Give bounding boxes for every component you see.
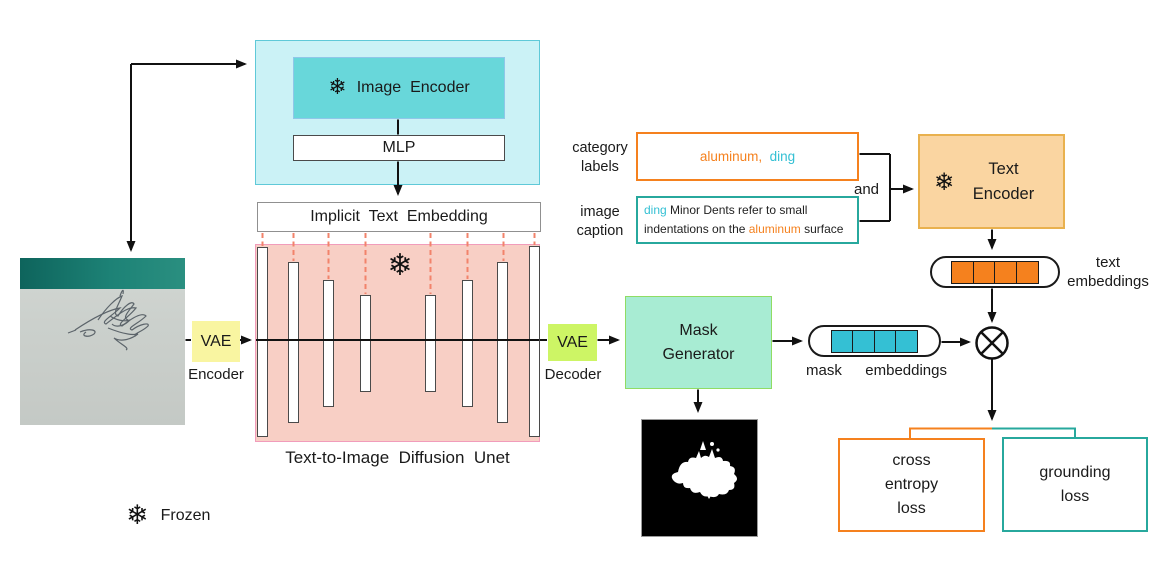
embedding-cell — [972, 260, 996, 284]
snowflake-icon: ❄ — [126, 500, 149, 531]
category-labels-box: aluminum, ding — [636, 132, 859, 181]
cross-entropy-line3: loss — [897, 500, 926, 517]
unet-bar — [425, 295, 436, 392]
embedding-cell — [994, 260, 1018, 284]
unet-bar — [462, 280, 473, 407]
frozen-label: Frozen — [160, 506, 211, 524]
vae-decoder-text: VAE — [557, 333, 588, 351]
text-embeddings-capsule — [930, 256, 1060, 288]
unet-bar — [257, 247, 268, 437]
grounding-loss-line1: grounding — [1039, 463, 1111, 481]
category-labels-line2: labels — [581, 158, 619, 175]
embedding-cell — [951, 260, 975, 284]
embedding-cell — [1015, 260, 1039, 284]
image-caption-content: ding Minor Dents refer to small indentat… — [644, 203, 844, 236]
grounding-loss-box: grounding loss — [1002, 437, 1148, 532]
text-encoder-line2: Encoder — [972, 184, 1035, 203]
implicit-text-embedding-box: Implicit Text Embedding — [257, 202, 541, 232]
mlp-box: MLP — [293, 135, 505, 161]
cross-entropy-line1: cross — [892, 452, 931, 469]
mask-embeddings-label: mask embeddings — [806, 362, 947, 379]
text-embeddings-line1: text — [1095, 254, 1121, 271]
photo-teal-strip — [20, 258, 185, 289]
text-encoder-box: ❄ Text Encoder — [918, 134, 1065, 229]
grounding-loss-line2: loss — [1060, 487, 1090, 505]
mask-generator-line1: Mask — [679, 322, 718, 340]
embedding-cell — [830, 329, 854, 353]
image-caption-line2: caption — [576, 222, 624, 239]
snowflake-icon: ❄ — [387, 248, 413, 283]
unet-bar — [360, 295, 371, 392]
mask-generator-line2: Generator — [662, 345, 735, 363]
vae-decoder-box: VAE — [548, 324, 597, 361]
unet-bar — [529, 246, 540, 437]
image-caption-label: image caption — [566, 203, 634, 241]
embedding-cell — [895, 329, 919, 353]
defect-scribble — [67, 289, 149, 351]
category-labels-line1: category — [572, 140, 628, 156]
image-caption-line1: image — [580, 204, 620, 220]
unet-bar — [288, 262, 299, 423]
category-labels-label: category labels — [566, 139, 634, 177]
input-image — [20, 258, 185, 425]
diffusion-unet-box — [255, 244, 540, 442]
embedding-cell — [852, 329, 876, 353]
image-caption-box: ding Minor Dents refer to small indentat… — [636, 196, 859, 244]
text-embeddings-line2: embeddings — [1067, 272, 1149, 290]
vae-encoder-label: Encoder — [188, 366, 244, 383]
mask-embeddings-word1: mask — [806, 362, 842, 379]
unet-caption: Text-to-Image Diffusion Unet — [285, 448, 510, 467]
category-labels-content: aluminum, ding — [699, 149, 796, 164]
snowflake-icon: ❄ — [328, 75, 347, 100]
image-encoder-box: ❄ Image Encoder — [293, 57, 505, 119]
mask-blob — [671, 441, 737, 499]
and-label: and — [854, 181, 880, 198]
implicit-text-embedding-label: Implicit Text Embedding — [310, 208, 488, 225]
image-encoder-label: Image Encoder — [356, 79, 470, 96]
mask-embeddings-capsule — [808, 325, 941, 357]
vae-encoder-text: VAE — [200, 332, 232, 350]
cross-entropy-line2: entropy — [884, 476, 939, 493]
vae-decoder-label: Decoder — [544, 366, 602, 383]
text-embeddings-label: text embeddings — [1060, 254, 1156, 292]
snowflake-icon: ❄ — [934, 167, 955, 196]
cross-entropy-loss-box: cross entropy loss — [838, 438, 985, 532]
mlp-label: MLP — [382, 139, 416, 156]
mask-embeddings-word2: embeddings — [865, 362, 947, 379]
unet-bar — [323, 280, 334, 407]
frozen-legend: ❄ Frozen — [126, 502, 210, 529]
multiply-icon — [975, 326, 1009, 360]
text-encoder-line1: Text — [988, 159, 1019, 178]
mask-generator-box: Mask Generator — [625, 296, 772, 389]
vae-encoder-box: VAE — [192, 321, 240, 362]
predicted-mask-image — [641, 419, 758, 537]
embedding-cell — [873, 329, 897, 353]
unet-bar — [497, 262, 508, 423]
